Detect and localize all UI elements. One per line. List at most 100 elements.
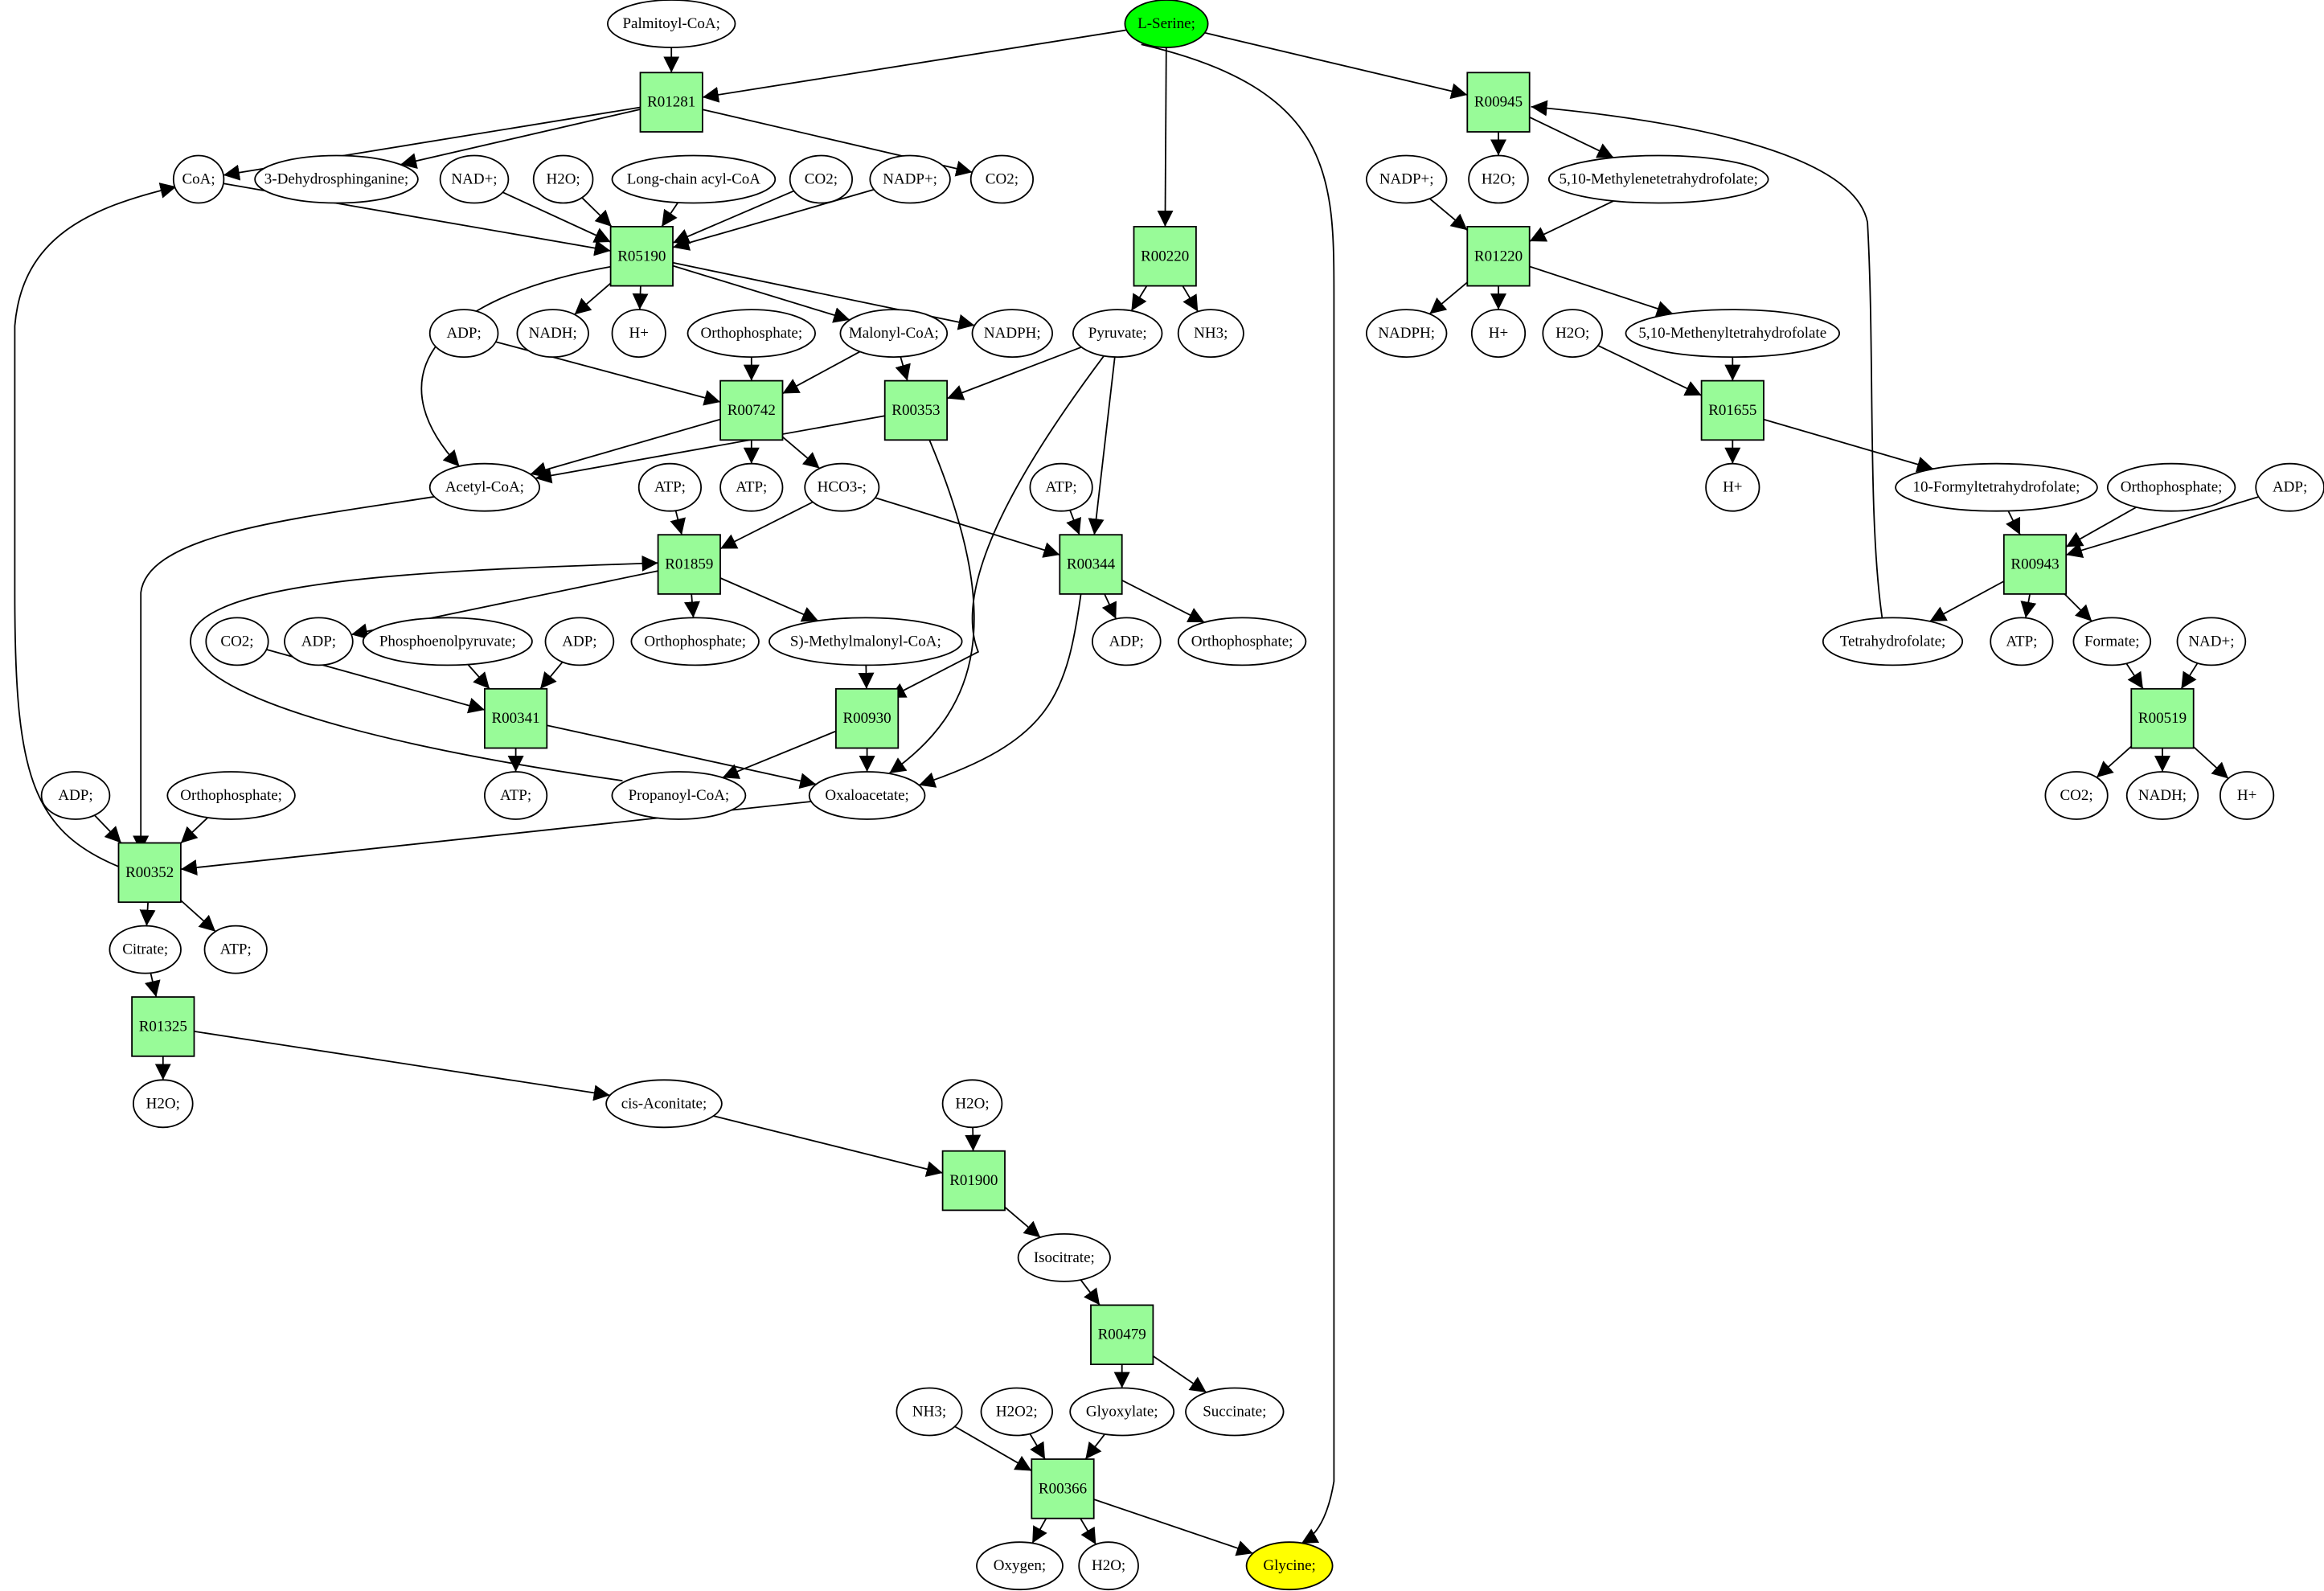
metabolite-ellipse[interactable]: [687, 309, 817, 359]
metabolite-node-hco3[interactable]: HCO3-;: [804, 462, 880, 512]
metabolite-node-adp-3[interactable]: ADP;: [284, 617, 354, 666]
reaction-node-r00220[interactable]: R00220: [1133, 225, 1197, 287]
metabolite-node-h2o2[interactable]: H2O2;: [980, 1387, 1053, 1437]
metabolite-ellipse[interactable]: [109, 925, 182, 974]
metabolite-ellipse[interactable]: [2106, 462, 2236, 512]
metabolite-ellipse[interactable]: [1069, 1387, 1175, 1437]
metabolite-node-propanoyl-coa[interactable]: Propanoyl-CoA;: [611, 771, 747, 820]
metabolite-ellipse[interactable]: [428, 309, 499, 359]
metabolite-node-glycine[interactable]: Glycine;: [1245, 1541, 1334, 1591]
metabolite-ellipse[interactable]: [1092, 617, 1162, 666]
metabolite-ellipse[interactable]: [839, 309, 949, 359]
metabolite-node-dehydrosphinganine[interactable]: 3-Dehydrosphinganine;: [254, 154, 419, 204]
metabolite-ellipse[interactable]: [1468, 154, 1529, 204]
metabolite-ellipse[interactable]: [205, 617, 269, 666]
reaction-node-r00930[interactable]: R00930: [835, 687, 900, 749]
metabolite-node-nadp-2[interactable]: NADP+;: [1365, 154, 1448, 204]
reaction-box[interactable]: [883, 379, 948, 441]
metabolite-node-coa[interactable]: CoA;: [172, 154, 225, 204]
metabolite-node-h2o-4[interactable]: H2O;: [132, 1079, 194, 1129]
metabolite-node-atp-6[interactable]: ATP;: [203, 925, 268, 974]
metabolite-ellipse[interactable]: [1078, 1541, 1139, 1591]
metabolite-node-orthophosphate-1[interactable]: Orthophosphate;: [687, 309, 817, 359]
metabolite-ellipse[interactable]: [362, 617, 533, 666]
metabolite-node-atp-2[interactable]: ATP;: [719, 462, 784, 512]
reaction-box[interactable]: [657, 534, 721, 595]
metabolite-ellipse[interactable]: [896, 1387, 963, 1437]
metabolite-node-pyruvate[interactable]: Pyruvate;: [1072, 309, 1163, 359]
metabolite-ellipse[interactable]: [2219, 771, 2275, 820]
metabolite-node-h-2[interactable]: H+: [1470, 309, 1527, 359]
reaction-box[interactable]: [1133, 225, 1197, 287]
metabolite-ellipse[interactable]: [980, 1387, 1053, 1437]
reaction-node-r01900[interactable]: R01900: [941, 1150, 1006, 1212]
reaction-box[interactable]: [835, 687, 900, 749]
metabolite-node-methylenetetrahydrofolate[interactable]: 5,10-Methylenetetrahydrofolate;: [1547, 154, 1769, 204]
metabolite-ellipse[interactable]: [1177, 309, 1244, 359]
metabolite-node-long-chain-acyl-coa[interactable]: Long-chain acyl-CoA: [611, 154, 777, 204]
metabolite-node-methenyltetrahydrofolate[interactable]: 5,10-Methenyltetrahydrofolate: [1625, 309, 1841, 359]
reaction-box[interactable]: [1700, 379, 1765, 441]
metabolite-ellipse[interactable]: [544, 617, 615, 666]
metabolite-node-malonyl-coa[interactable]: Malonyl-CoA;: [839, 309, 949, 359]
metabolite-node-co2-2[interactable]: CO2;: [969, 154, 1035, 204]
metabolite-ellipse[interactable]: [611, 771, 747, 820]
metabolite-node-atp-3[interactable]: ATP;: [1029, 462, 1093, 512]
metabolite-node-nh3-2[interactable]: NH3;: [896, 1387, 963, 1437]
reaction-box[interactable]: [1466, 225, 1531, 287]
metabolite-ellipse[interactable]: [439, 154, 510, 204]
metabolite-node-h-3[interactable]: H+: [1705, 462, 1760, 512]
reaction-node-r01281[interactable]: R01281: [639, 72, 703, 133]
metabolite-ellipse[interactable]: [172, 154, 225, 204]
reaction-box[interactable]: [2002, 534, 2068, 595]
metabolite-node-co2-1[interactable]: CO2;: [789, 154, 854, 204]
metabolite-ellipse[interactable]: [203, 925, 268, 974]
metabolite-node-h2o-1[interactable]: H2O;: [532, 154, 594, 204]
metabolite-ellipse[interactable]: [1029, 462, 1093, 512]
metabolite-ellipse[interactable]: [1542, 309, 1603, 359]
metabolite-ellipse[interactable]: [971, 309, 1053, 359]
metabolite-node-nadp-1[interactable]: NADP+;: [869, 154, 951, 204]
metabolite-ellipse[interactable]: [789, 154, 854, 204]
metabolite-ellipse[interactable]: [516, 309, 589, 359]
metabolite-node-phosphoenolpyruvate[interactable]: Phosphoenolpyruvate;: [362, 617, 533, 666]
metabolite-ellipse[interactable]: [611, 309, 666, 359]
metabolite-node-atp-1[interactable]: ATP;: [637, 462, 703, 512]
metabolite-ellipse[interactable]: [284, 617, 354, 666]
metabolite-ellipse[interactable]: [719, 462, 784, 512]
metabolite-ellipse[interactable]: [1185, 1387, 1285, 1437]
metabolite-node-nadph-1[interactable]: NADPH;: [971, 309, 1053, 359]
reaction-node-r00341[interactable]: R00341: [484, 687, 548, 749]
metabolite-node-acetyl-coa[interactable]: Acetyl-CoA;: [428, 462, 541, 512]
metabolite-node-adp-2[interactable]: ADP;: [2255, 462, 2324, 512]
metabolite-node-co2-3[interactable]: CO2;: [205, 617, 269, 666]
metabolite-ellipse[interactable]: [941, 1079, 1003, 1129]
metabolite-ellipse[interactable]: [804, 462, 880, 512]
metabolite-node-h2o-3[interactable]: H2O;: [1542, 309, 1603, 359]
metabolite-ellipse[interactable]: [630, 617, 760, 666]
metabolite-node-oxaloacetate[interactable]: Oxaloacetate;: [808, 771, 926, 820]
metabolite-ellipse[interactable]: [808, 771, 926, 820]
metabolite-node-succinate[interactable]: Succinate;: [1185, 1387, 1285, 1437]
metabolite-ellipse[interactable]: [1124, 0, 1209, 48]
reaction-box[interactable]: [1090, 1304, 1154, 1366]
metabolite-ellipse[interactable]: [1822, 617, 1964, 666]
metabolite-node-adp-6[interactable]: ADP;: [40, 771, 111, 820]
metabolite-node-nadph-2[interactable]: NADPH;: [1365, 309, 1448, 359]
metabolite-node-adp-4[interactable]: ADP;: [544, 617, 615, 666]
reaction-node-r00366[interactable]: R00366: [1031, 1458, 1095, 1519]
metabolite-ellipse[interactable]: [869, 154, 951, 204]
metabolite-node-palmitoyl-coa[interactable]: Palmitoyl-CoA;: [607, 0, 736, 48]
reaction-node-r01220[interactable]: R01220: [1466, 225, 1531, 287]
metabolite-ellipse[interactable]: [1072, 309, 1163, 359]
reaction-node-r05190[interactable]: R05190: [609, 225, 674, 287]
metabolite-node-h2o-5[interactable]: H2O;: [941, 1079, 1003, 1129]
metabolite-node-adp-1[interactable]: ADP;: [428, 309, 499, 359]
metabolite-node-nad-1[interactable]: NAD+;: [439, 154, 510, 204]
metabolite-ellipse[interactable]: [1177, 617, 1307, 666]
metabolite-ellipse[interactable]: [2176, 617, 2247, 666]
reaction-box[interactable]: [639, 72, 703, 133]
reaction-box[interactable]: [1059, 534, 1123, 595]
metabolite-ellipse[interactable]: [1245, 1541, 1334, 1591]
metabolite-node-orthophosphate-2[interactable]: Orthophosphate;: [2106, 462, 2236, 512]
